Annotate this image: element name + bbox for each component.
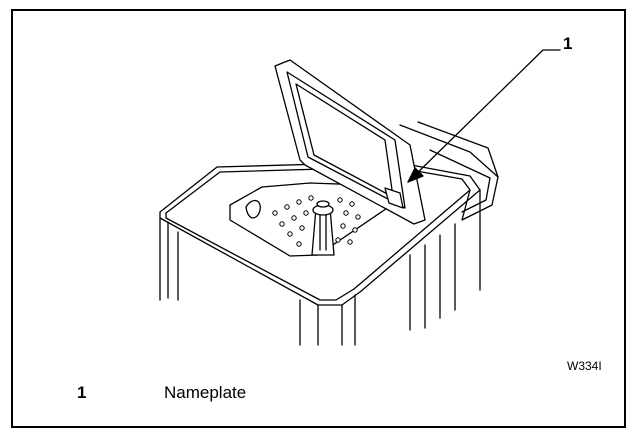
figure-code: W334I: [567, 359, 602, 373]
legend-number: 1: [77, 383, 87, 402]
figure-frame: [11, 9, 626, 428]
callout-number: 1: [563, 34, 573, 53]
legend-label: Nameplate: [164, 383, 247, 402]
